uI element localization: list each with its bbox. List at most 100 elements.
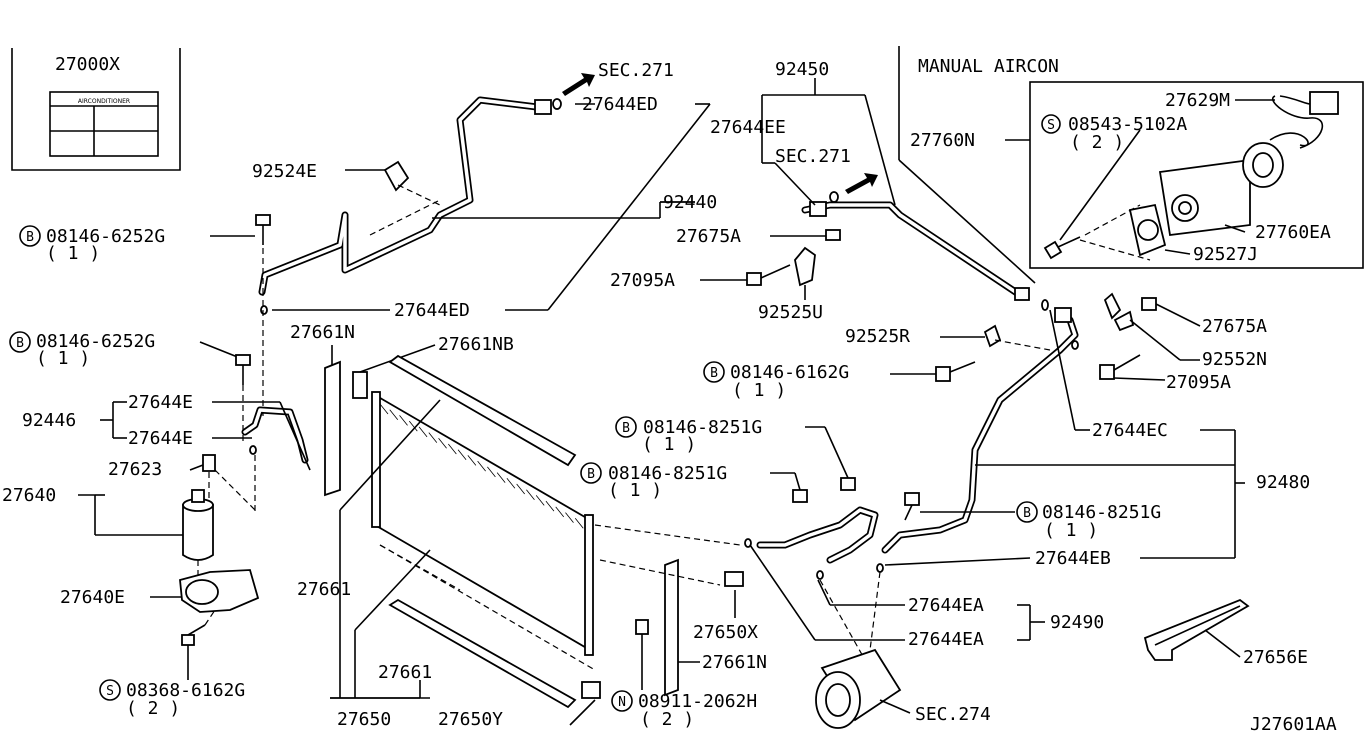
condenser-fin	[477, 460, 486, 472]
condenser-fin	[428, 432, 438, 443]
condenser-fin	[496, 472, 506, 483]
part-08146-6252g-label-2: 08146-6252G	[36, 331, 155, 352]
part-27644eb-label: 27644EB	[1035, 548, 1111, 569]
qty-label: ( 1 )	[36, 348, 90, 369]
manual-aircon-section: MANUAL AIRCON 27629M S 08543-5102A ( 2 )…	[898, 46, 1364, 284]
bolt-marker-icon	[615, 416, 637, 438]
bolt-marker-icon	[9, 331, 31, 353]
part-08911-2062h-label: 08911-2062H	[638, 691, 757, 712]
part-27675a-right-label: 27675A	[1202, 316, 1267, 337]
part-92527j-label: 92527J	[1193, 244, 1258, 265]
part-27644ee-label: 27644EE	[710, 117, 786, 138]
part-92524e-label: 92524E	[252, 161, 317, 182]
part-27661n-top-label: 27661N	[290, 322, 355, 343]
qty-label: ( 2 )	[1070, 132, 1124, 153]
part-27644e-label-2: 27644E	[128, 428, 193, 449]
manual-aircon-header: MANUAL AIRCON	[918, 56, 1059, 77]
part-27656e-label: 27656E	[1243, 647, 1308, 668]
bolt-marker-letter: B	[710, 366, 718, 381]
condenser-fin	[379, 403, 389, 415]
part-27760n-label: 27760N	[910, 130, 975, 151]
part-27095a-right-label: 27095A	[1166, 372, 1231, 393]
condenser-fin	[418, 426, 428, 438]
part-92450-label: 92450	[775, 59, 829, 80]
sec-271-mid-label: SEC.271	[775, 146, 851, 167]
part-27650y-label: 27650Y	[438, 709, 503, 730]
bolt-marker-icon	[19, 225, 41, 247]
part-08146-8251g-label-1: 08146-8251G	[643, 417, 762, 438]
part-27644e-label-1: 27644E	[128, 392, 193, 413]
bolt-marker-letter: B	[26, 230, 34, 245]
part-92552n-label: 92552N	[1202, 349, 1267, 370]
qty-label: ( 1 )	[46, 243, 100, 264]
condenser-fin	[526, 489, 535, 500]
part-27629m-label: 27629M	[1165, 90, 1230, 111]
condenser-27650: 27661N 27661NB 27661 27661 27650 27650Y	[290, 322, 767, 730]
bolt-marker-letter: B	[622, 421, 630, 436]
part-08368-6162g-label: 08368-6162G	[126, 680, 245, 701]
receiver-drier-group: B 08146-6252G ( 1 ) 92446 27644E 27644E …	[2, 331, 311, 719]
part-27656e: 27656E	[1143, 598, 1308, 668]
part-27644ed-top-label: 27644ED	[582, 94, 658, 115]
part-92525u-label: 92525U	[758, 302, 823, 323]
qty-label: ( 1 )	[1044, 520, 1098, 541]
screw-marker-letter: S	[1047, 118, 1055, 133]
pipe-92440	[210, 73, 711, 420]
screw-marker-icon	[1041, 114, 1061, 134]
sec-271-top-label: SEC.271	[598, 60, 674, 81]
condenser-fin	[457, 449, 467, 460]
part-27650-label: 27650	[337, 709, 391, 730]
qty-label: ( 2 )	[640, 709, 694, 730]
part-92440-label: 92440	[663, 192, 717, 213]
part-27661nb-label: 27661NB	[438, 334, 514, 355]
bolt-marker-letter: B	[16, 336, 24, 351]
part-27760ea-label: 27760EA	[1255, 222, 1331, 243]
part-08543-5102a-label: 08543-5102A	[1068, 114, 1187, 135]
screw-marker-letter: S	[106, 684, 114, 699]
part-27644ea-label-1: 27644EA	[908, 595, 984, 616]
pipe-92490: B 08146-8251G ( 1 ) B 08146-8251G ( 1 ) …	[580, 416, 1104, 729]
bolt-marker-letter: B	[587, 467, 595, 482]
sec-274-label: SEC.274	[915, 704, 991, 725]
part-08146-6252g-label-1: 08146-6252G	[46, 226, 165, 247]
condenser-fin	[448, 443, 457, 455]
condenser-fin	[389, 409, 399, 420]
condenser-fin	[467, 455, 477, 466]
condenser-fin	[399, 415, 408, 426]
label-box-27000x: 27000X AIRCONDITIONER	[11, 48, 181, 171]
condenser-fin	[545, 500, 555, 512]
part-92490-label: 92490	[1050, 612, 1104, 633]
part-27650x-label: 27650X	[693, 622, 758, 643]
part-27095a-left-label: 27095A	[610, 270, 675, 291]
bolt-marker-icon	[703, 361, 725, 383]
condenser-fin	[574, 518, 584, 529]
bolt-marker-letter: B	[1023, 506, 1031, 521]
part-27675a-left-label: 27675A	[676, 226, 741, 247]
part-92480-label: 92480	[1256, 472, 1310, 493]
part-08146-8251g-label-3: 08146-8251G	[1042, 502, 1161, 523]
part-27661n-bot-label: 27661N	[702, 652, 767, 673]
condenser-fin	[565, 512, 574, 523]
pipe-92480: 92525R B 08146-6162G ( 1 ) 27675A 92552N…	[703, 292, 1310, 569]
nut-marker-letter: N	[618, 695, 626, 710]
part-27644ed-mid-label: 27644ED	[394, 300, 470, 321]
part-27661-label-a: 27661	[297, 579, 351, 600]
part-27644ec-label: 27644EC	[1092, 420, 1168, 441]
qty-label: ( 1 )	[642, 434, 696, 455]
part-27644ea-label-2: 27644EA	[908, 629, 984, 650]
part-27661-label-b: 27661	[378, 662, 432, 683]
screw-marker-icon	[99, 679, 121, 701]
bolt-marker-icon	[1016, 501, 1038, 523]
bolt-marker-icon	[580, 462, 602, 484]
part-27640e-label: 27640E	[60, 587, 125, 608]
condenser-fin	[438, 438, 447, 449]
condenser-fin	[535, 495, 545, 506]
condenser-fin	[487, 466, 496, 478]
condenser-fin	[516, 483, 525, 495]
part-92525r-label: 92525R	[845, 326, 910, 347]
part-27640-label: 27640	[2, 485, 56, 506]
qty-label: ( 1 )	[732, 380, 786, 401]
drawing-id: J27601AA	[1250, 714, 1337, 735]
part-27000x-label: 27000X	[55, 54, 120, 75]
